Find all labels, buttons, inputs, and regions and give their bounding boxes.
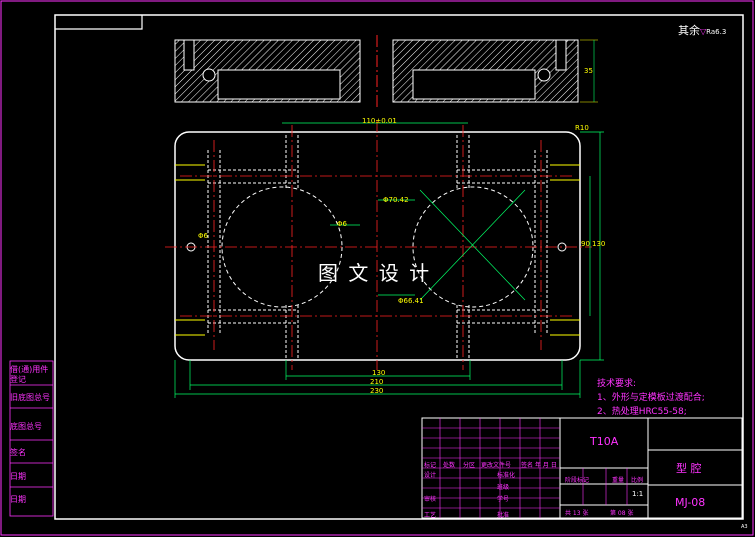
- roughness-value: Ra6.3: [706, 28, 727, 36]
- code-box: [55, 15, 143, 30]
- material: T10A: [590, 435, 619, 448]
- tb-row-student: 学号: [497, 496, 510, 503]
- dim-section-height: 35: [584, 67, 593, 75]
- tb-stage-1: 阶段标记: [565, 477, 590, 484]
- tech-title: 技术要求:: [597, 379, 637, 389]
- tb-stage-3: 比例: [631, 477, 644, 484]
- dim-right-inner: 90: [581, 240, 590, 248]
- dim-top-width: 110±0.01: [362, 117, 397, 125]
- watermark: 图 文 设 计: [318, 261, 432, 285]
- dim-hole-small: Φ6: [198, 232, 208, 240]
- tb-row-approve: 批准: [497, 512, 510, 519]
- tb-row-class: 班级: [497, 484, 510, 491]
- plan-view: [165, 120, 604, 398]
- dim-bottom-outer: 230: [370, 387, 384, 395]
- side-date-2: 日期: [10, 495, 26, 504]
- drawing-number: MJ-08: [675, 496, 706, 509]
- tb-stage-2: 重量: [612, 477, 625, 484]
- tb-row-design: 设计: [424, 472, 437, 479]
- dim-dia-small: Φ6: [337, 220, 347, 228]
- roughness-icon: ▽: [700, 27, 707, 36]
- sheet-current: 第 08 张: [610, 510, 634, 517]
- side-old-base-no: 旧底图总号: [10, 393, 50, 402]
- side-borrowed-reg: 借(通)用件登记: [10, 365, 49, 384]
- tb-header-5: 签名: [521, 462, 534, 469]
- tb-row-review: 审核: [424, 496, 437, 503]
- section-view: [174, 35, 598, 108]
- tb-row-standard: 标准化: [497, 472, 516, 479]
- dim-dia-center: Φ70.42: [383, 196, 409, 204]
- tb-header-1: 标记: [424, 462, 437, 469]
- dim-bottom-mid: 210: [370, 378, 384, 386]
- tech-item-1: 1、外形与定模板过渡配合;: [597, 393, 705, 403]
- surface-note: 其余▽Ra6.3: [678, 22, 726, 38]
- dim-right-outer: 130: [592, 240, 606, 248]
- tb-header-6: 年 月 日: [535, 462, 557, 469]
- side-date-1: 日期: [10, 472, 26, 481]
- part-name: 型 腔: [676, 462, 702, 475]
- side-base-no: 底图总号: [10, 422, 42, 431]
- side-panel: [9, 360, 54, 517]
- tech-requirements: 技术要求: 1、外形与定模板过渡配合; 2、热处理HRC55-58;: [597, 377, 705, 419]
- tech-item-2: 2、热处理HRC55-58;: [597, 407, 687, 417]
- dim-dia-inner: Φ66.41: [398, 297, 424, 305]
- tb-header-3: 分区: [463, 462, 476, 469]
- tb-header-2: 处数: [443, 462, 456, 469]
- tb-row-process: 工艺: [424, 512, 437, 519]
- scale: 1:1: [632, 490, 644, 498]
- dim-bottom-inner: 130: [372, 369, 386, 377]
- tb-header-4: 更改文件号: [481, 462, 512, 469]
- sheet-total: 共 13 张: [565, 510, 589, 517]
- sheet-size: A3: [741, 524, 748, 530]
- side-signature: 签名: [10, 448, 26, 457]
- surface-note-label: 其余: [678, 24, 700, 37]
- dim-r-corner: R10: [575, 124, 589, 132]
- drawing-frame: [54, 14, 744, 520]
